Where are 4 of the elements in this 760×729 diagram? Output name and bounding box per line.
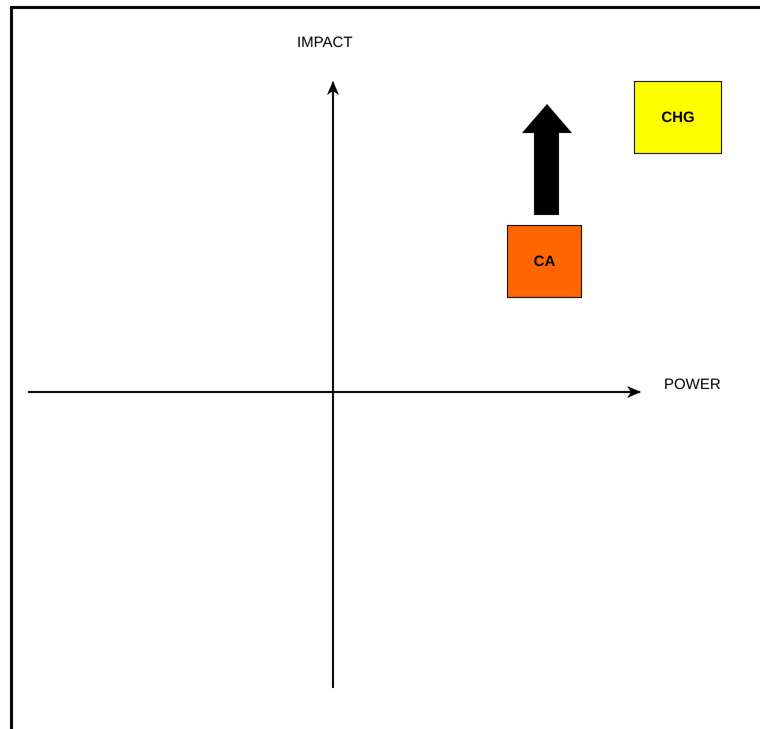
quadrant-box: CHG <box>634 81 722 154</box>
quadrant-box: CA <box>507 225 582 298</box>
axis-label: POWER <box>664 376 721 393</box>
axis-label: IMPACT <box>297 34 353 51</box>
